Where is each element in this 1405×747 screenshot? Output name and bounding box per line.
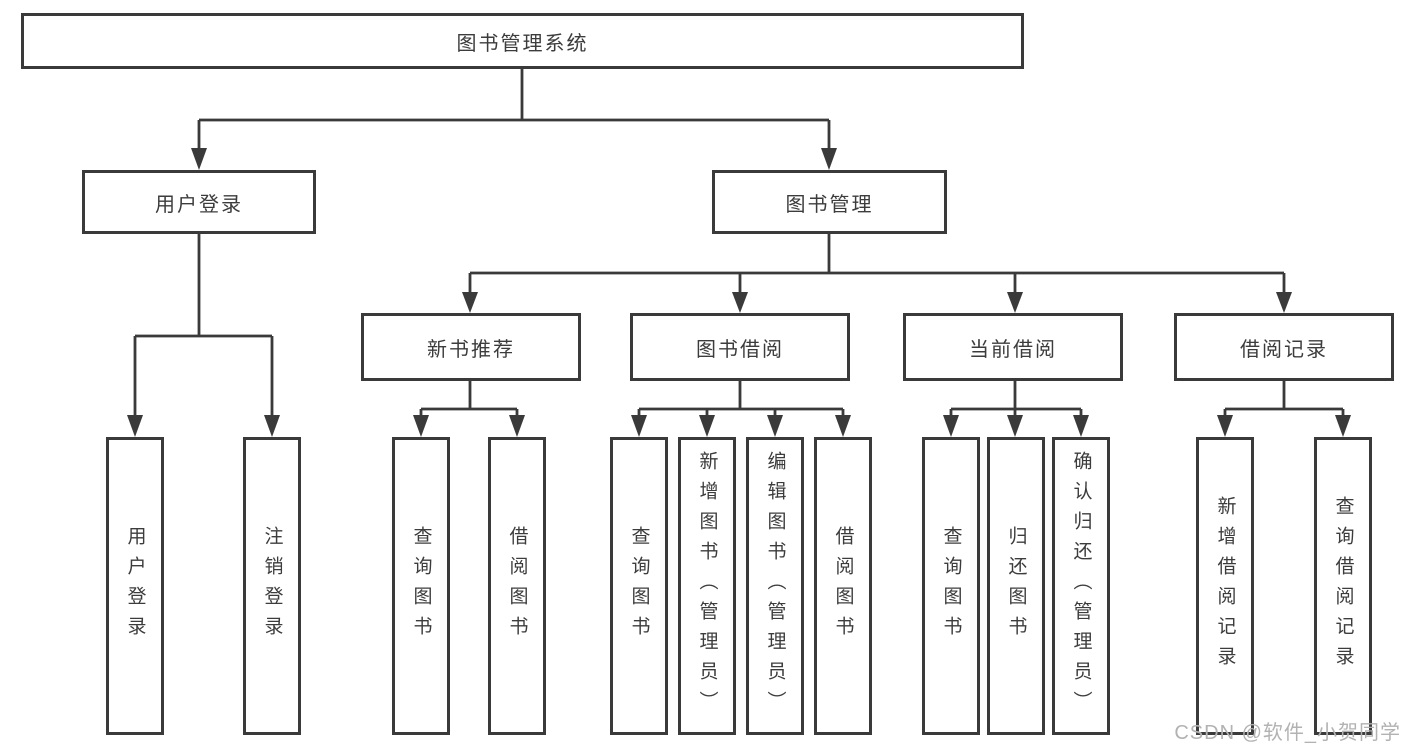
leaf-label: 归还图书: [1005, 526, 1027, 646]
leaf-confirm-return-admin: 确认归还（管理员）: [1052, 437, 1110, 735]
leaf-label: 用户登录: [124, 526, 146, 646]
leaf-label: 查询图书: [628, 526, 650, 646]
node-label: 图书借阅: [696, 338, 784, 361]
leaf-return-book: 归还图书: [987, 437, 1045, 735]
watermark: CSDN @软件_小贺同学: [1174, 722, 1401, 744]
node-borrowing-records: 借阅记录: [1174, 313, 1394, 381]
leaf-borrow-books: 借阅图书: [814, 437, 872, 735]
leaf-label: 新增图书（管理员）: [696, 451, 718, 721]
leaf-label: 查询图书: [940, 526, 962, 646]
leaf-label: 确认归还（管理员）: [1070, 451, 1092, 721]
node-current-borrowing: 当前借阅: [903, 313, 1123, 381]
leaf-add-book-admin: 新增图书（管理员）: [678, 437, 736, 735]
node-label: 借阅记录: [1240, 338, 1328, 361]
node-book-borrowing: 图书借阅: [630, 313, 850, 381]
arrowheads: [127, 148, 1351, 437]
leaf-label: 注销登录: [261, 526, 283, 646]
leaf-label: 借阅图书: [832, 526, 854, 646]
node-label: 图书管理: [785, 193, 874, 216]
leaf-user-login: 用户登录: [106, 437, 164, 735]
leaf-edit-book-admin: 编辑图书（管理员）: [746, 437, 804, 735]
leaf-query-books-current: 查询图书: [922, 437, 980, 735]
node-user-login: 用户登录: [82, 170, 316, 234]
leaf-label: 新增借阅记录: [1214, 496, 1236, 676]
leaf-query-books-recommend: 查询图书: [392, 437, 450, 735]
node-label: 新书推荐: [427, 338, 515, 361]
leaf-query-borrow-record: 查询借阅记录: [1314, 437, 1372, 735]
node-library-system: 图书管理系统: [21, 13, 1024, 69]
leaf-borrow-books-recommend: 借阅图书: [488, 437, 546, 735]
leaf-logout: 注销登录: [243, 437, 301, 735]
node-label: 当前借阅: [969, 338, 1057, 361]
node-book-management: 图书管理: [712, 170, 947, 234]
leaf-query-books-borrowing: 查询图书: [610, 437, 668, 735]
leaf-label: 编辑图书（管理员）: [764, 451, 786, 721]
leaf-add-borrow-record: 新增借阅记录: [1196, 437, 1254, 735]
node-new-book-recommend: 新书推荐: [361, 313, 581, 381]
node-label: 用户登录: [155, 193, 243, 216]
node-label: 图书管理系统: [456, 32, 589, 55]
connector-paths: [133, 69, 1345, 418]
leaf-label: 查询借阅记录: [1332, 496, 1354, 676]
leaf-label: 查询图书: [410, 526, 432, 646]
leaf-label: 借阅图书: [506, 526, 528, 646]
